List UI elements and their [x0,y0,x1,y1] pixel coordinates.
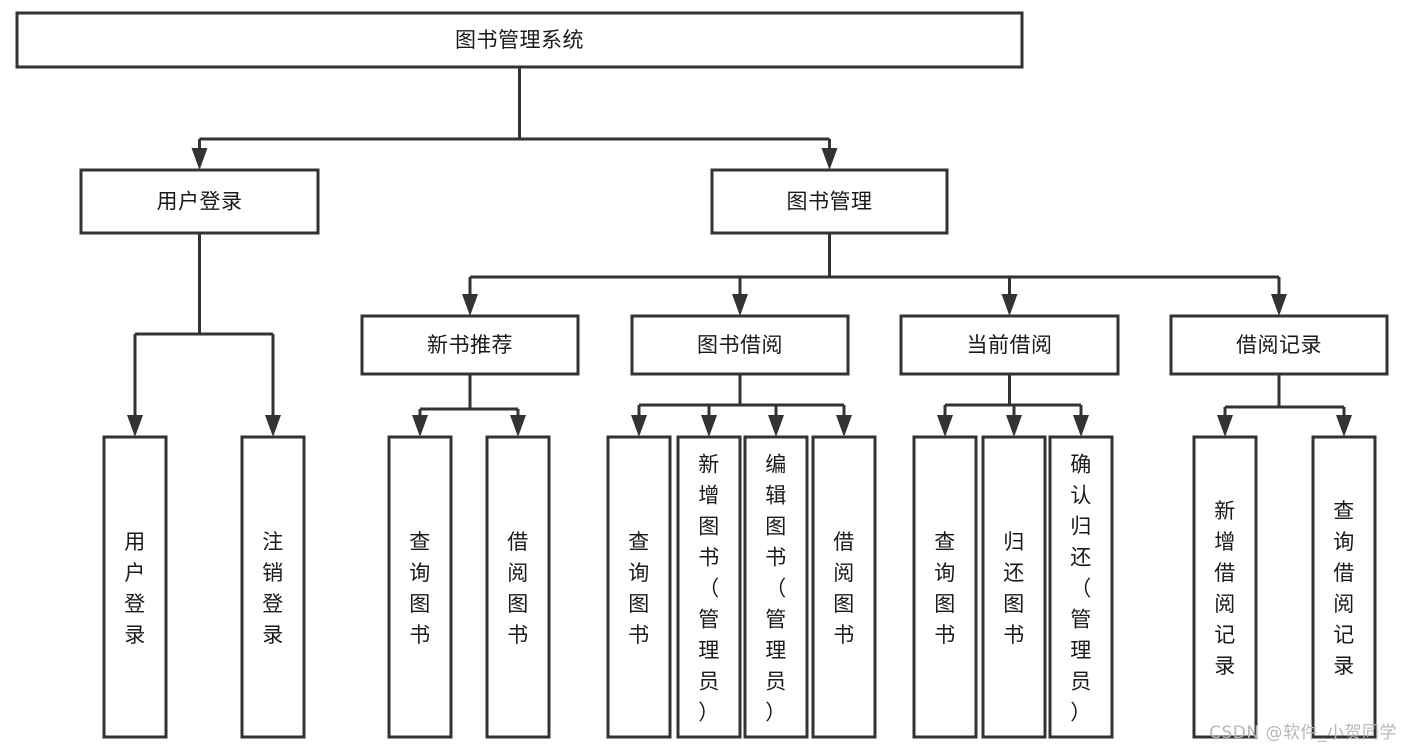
node-box[interactable] [811,435,877,739]
arrow-head-icon [510,415,526,437]
node-leaf-add-record[interactable]: 新增借阅记录 [1192,435,1258,739]
node-leaf-query-book-3[interactable]: 查询图书 [912,435,978,739]
node-box[interactable] [981,435,1047,739]
arrow-head-icon [768,415,784,437]
node-box[interactable] [485,435,551,739]
arrow-head-icon [191,148,208,170]
arrow-head-icon [412,415,428,437]
node-label: 当前借阅 [967,333,1053,357]
node-label: 确认归还（管理员） [1070,453,1092,725]
node-label: 图书管理 [787,190,873,214]
node-label: 图书管理系统 [455,28,584,52]
node-label: 查询图书 [628,530,650,647]
node-leaf-query-record[interactable]: 查询借阅记录 [1311,435,1377,739]
arrow-head-icon [1336,415,1352,437]
edges-layer [127,67,1352,437]
node-current-borrow[interactable]: 当前借阅 [899,314,1120,376]
node-leaf-add-book[interactable]: 新增图书（管理员） [676,435,742,739]
node-label: 查询图书 [409,530,431,647]
node-label: 编辑图书（管理员） [765,453,787,725]
node-label: 注销登录 [262,530,284,647]
node-borrow-record[interactable]: 借阅记录 [1169,314,1389,376]
node-new-book-rec[interactable]: 新书推荐 [360,314,580,376]
node-label: 借阅图书 [833,530,855,647]
node-label: 借阅记录 [1236,333,1322,357]
node-box[interactable] [15,11,1024,69]
node-box[interactable] [240,435,306,739]
node-book-borrow[interactable]: 图书借阅 [630,314,850,376]
node-label: 图书借阅 [697,333,783,357]
node-box[interactable] [710,168,949,235]
node-box[interactable] [387,435,453,739]
arrow-head-icon [821,148,838,170]
node-leaf-user-logout[interactable]: 注销登录 [240,435,306,739]
node-box[interactable] [79,168,320,235]
node-box[interactable] [1169,314,1389,376]
node-box[interactable] [676,435,742,739]
node-label: 查询借阅记录 [1333,499,1355,678]
arrow-head-icon [1217,415,1233,437]
node-leaf-confirm-return[interactable]: 确认归还（管理员） [1048,435,1114,739]
arrow-head-icon [732,294,748,316]
node-box[interactable] [912,435,978,739]
arrow-head-icon [462,294,478,316]
arrow-head-icon [1271,294,1287,316]
node-user-login[interactable]: 用户登录 [79,168,320,235]
node-root[interactable]: 图书管理系统 [15,11,1024,69]
node-label: 新增图书（管理员） [698,453,720,725]
node-box[interactable] [102,435,168,739]
node-label: 借阅图书 [507,530,529,647]
node-box[interactable] [1048,435,1114,739]
node-label: 新书推荐 [427,333,513,357]
node-label: 归还图书 [1003,530,1025,647]
arrow-head-icon [1006,415,1022,437]
arrow-head-icon [1001,294,1018,316]
node-leaf-query-book-1[interactable]: 查询图书 [387,435,453,739]
node-label: 查询图书 [934,530,956,647]
arrow-head-icon [701,415,717,437]
node-label: 用户登录 [124,530,146,647]
node-book-manage[interactable]: 图书管理 [710,168,949,235]
arrow-head-icon [1073,415,1089,437]
arrow-head-icon [127,415,143,437]
node-leaf-query-book-2[interactable]: 查询图书 [606,435,672,739]
node-label: 用户登录 [157,190,243,214]
node-box[interactable] [1311,435,1377,739]
node-box[interactable] [899,314,1120,376]
arrow-head-icon [937,415,953,437]
arrow-head-icon [631,415,647,437]
node-leaf-return-book[interactable]: 归还图书 [981,435,1047,739]
arrow-head-icon [265,415,281,437]
arrow-head-icon [836,415,852,437]
node-box[interactable] [606,435,672,739]
node-box[interactable] [360,314,580,376]
node-label: 新增借阅记录 [1214,499,1236,678]
node-leaf-borrow-book-2[interactable]: 借阅图书 [811,435,877,739]
node-box[interactable] [1192,435,1258,739]
node-leaf-edit-book[interactable]: 编辑图书（管理员） [743,435,809,739]
node-leaf-user-login[interactable]: 用户登录 [102,435,168,739]
node-box[interactable] [743,435,809,739]
nodes-layer: 图书管理系统用户登录图书管理新书推荐图书借阅当前借阅借阅记录用户登录注销登录查询… [15,11,1389,739]
node-leaf-borrow-book-1[interactable]: 借阅图书 [485,435,551,739]
node-box[interactable] [630,314,850,376]
